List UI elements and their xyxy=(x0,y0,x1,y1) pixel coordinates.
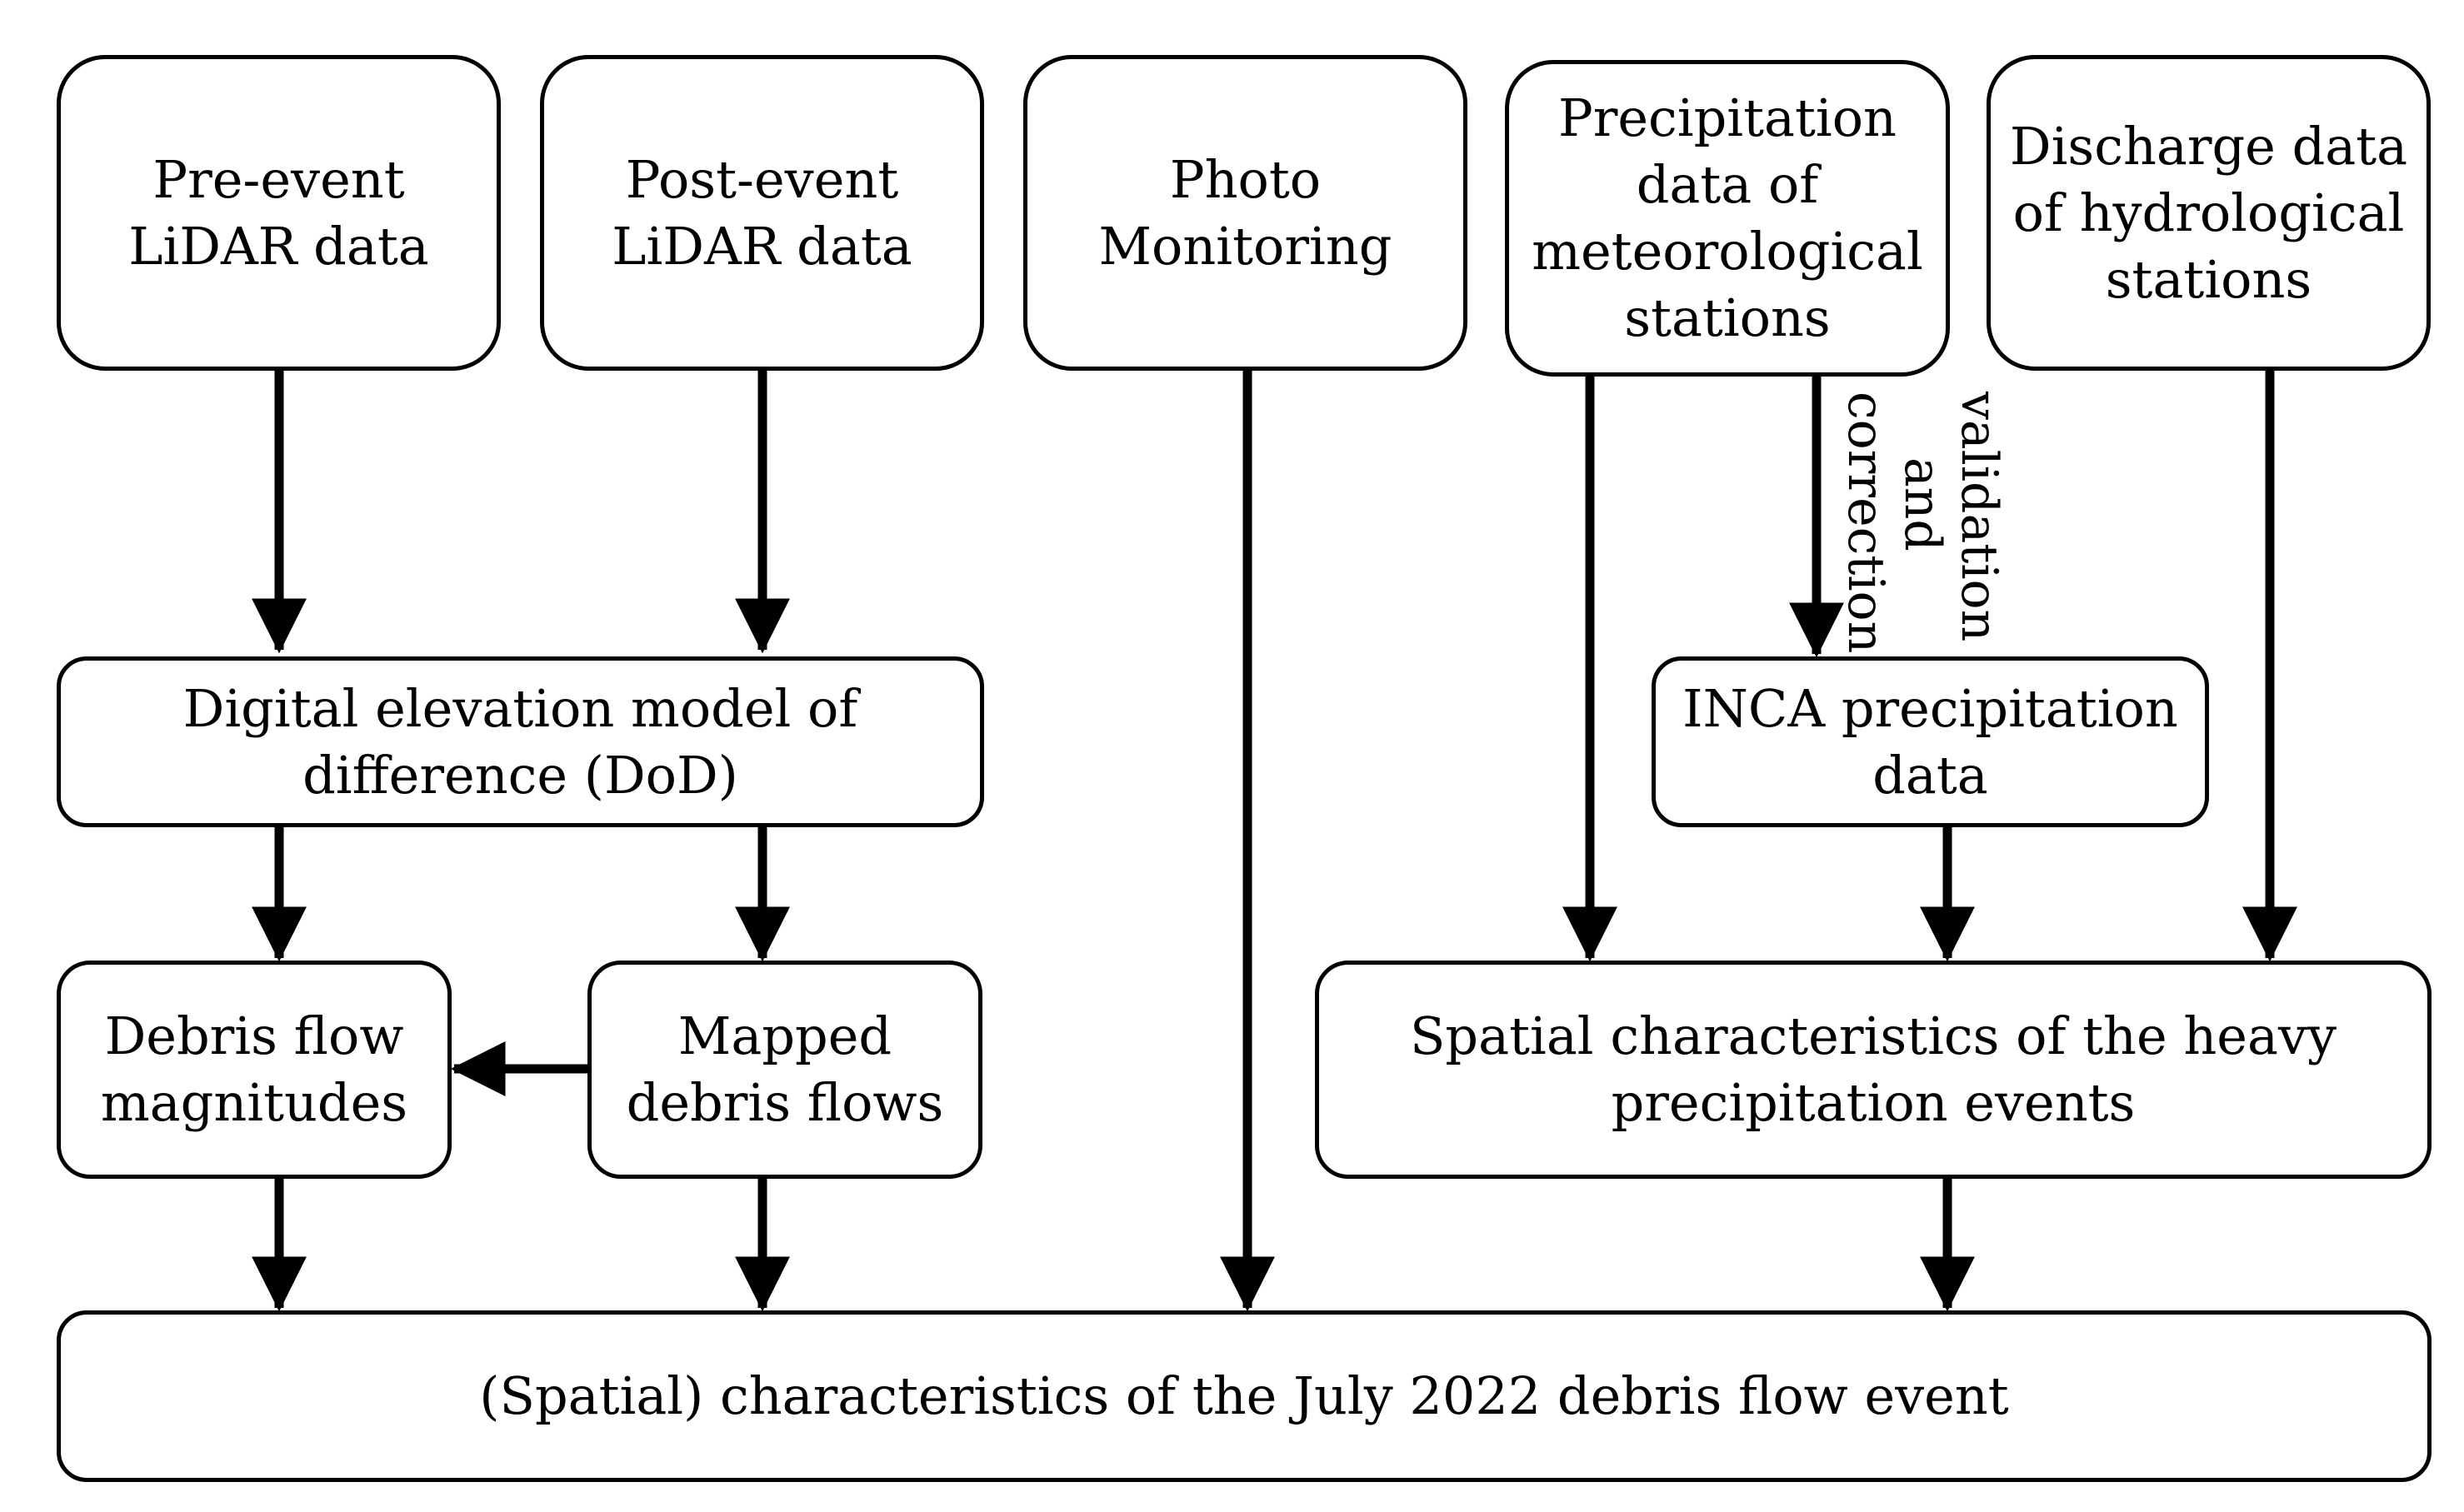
node-final-event: (Spatial) characteristics of the July 20… xyxy=(57,1310,2432,1482)
node-dod: Digital elevation model of difference (D… xyxy=(57,656,984,827)
node-final-event-label: (Spatial) characteristics of the July 20… xyxy=(479,1365,2009,1426)
node-spatial-precip-label: Spatial characteristics of the heavy pre… xyxy=(1409,1006,2337,1133)
node-photo-monitoring: Photo Monitoring xyxy=(1023,55,1467,371)
node-precipitation-met: Precipitation data of meteorological sta… xyxy=(1505,60,1950,377)
edge-label-validation-correction: validation and correction xyxy=(1837,392,2008,654)
node-dod-label: Digital elevation model of difference (D… xyxy=(182,677,858,806)
node-mapped-debris-label: Mapped debris flows xyxy=(626,1006,944,1133)
node-inca: INCA precipitation data xyxy=(1652,656,2209,827)
node-precipitation-met-label: Precipitation data of meteorological sta… xyxy=(1532,87,1923,348)
node-inca-label: INCA precipitation data xyxy=(1682,677,2178,806)
node-debris-magnitudes-label: Debris flow magnitudes xyxy=(100,1006,408,1133)
node-post-event-lidar-label: Post-event LiDAR data xyxy=(612,148,912,277)
node-pre-event-lidar: Pre-event LiDAR data xyxy=(57,55,501,371)
node-mapped-debris: Mapped debris flows xyxy=(587,961,982,1179)
node-photo-monitoring-label: Photo Monitoring xyxy=(1098,148,1392,277)
node-discharge-hydro-label: Discharge data of hydrological stations xyxy=(2009,115,2408,310)
node-pre-event-lidar-label: Pre-event LiDAR data xyxy=(128,148,429,277)
node-spatial-precip: Spatial characteristics of the heavy pre… xyxy=(1315,961,2432,1179)
node-debris-magnitudes: Debris flow magnitudes xyxy=(57,961,452,1179)
node-post-event-lidar: Post-event LiDAR data xyxy=(540,55,984,371)
node-discharge-hydro: Discharge data of hydrological stations xyxy=(1987,55,2431,371)
